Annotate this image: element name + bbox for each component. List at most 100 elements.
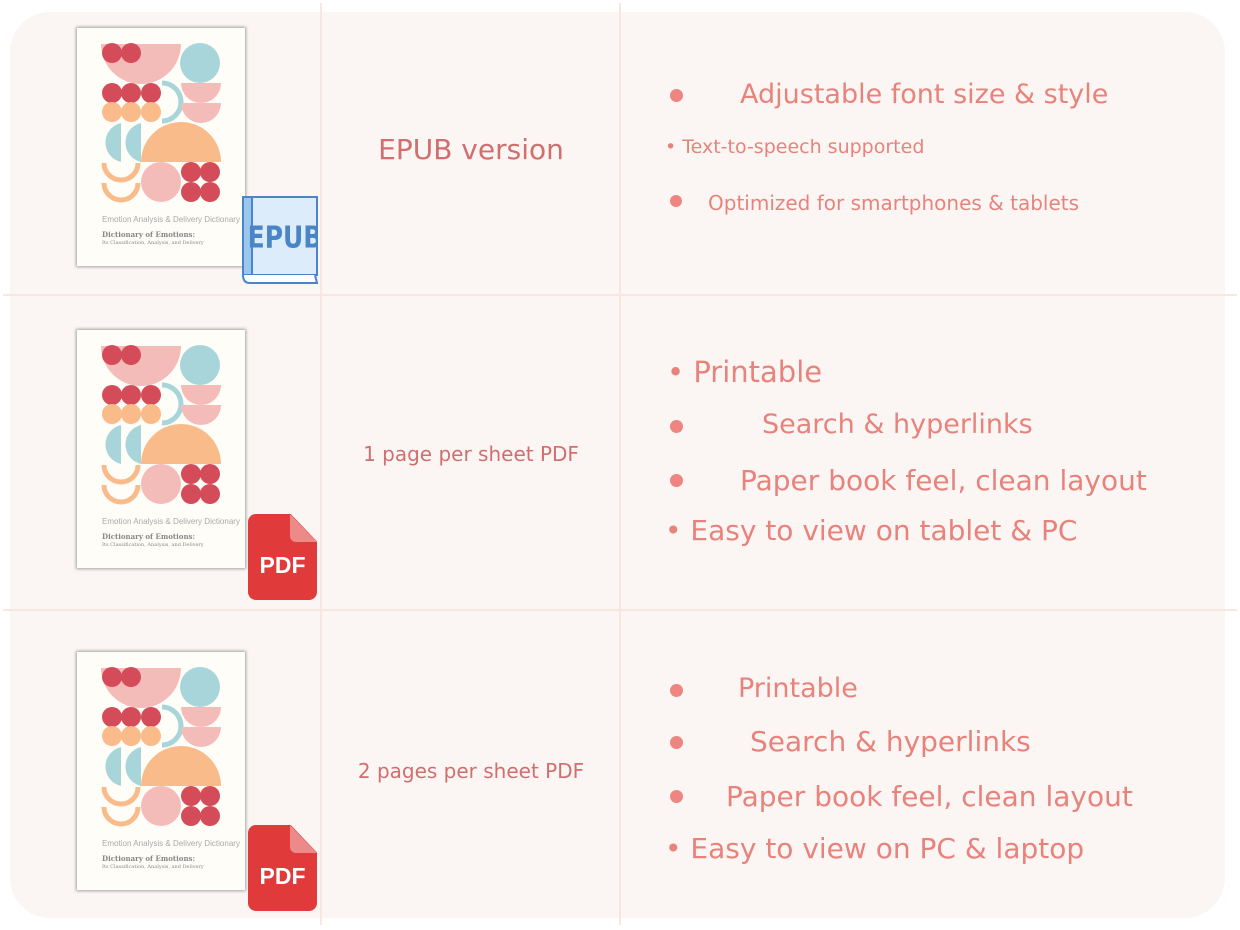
feature-item: Paper book feel, clean layout <box>740 464 1147 497</box>
cover-shape <box>180 667 220 707</box>
bullet-icon <box>670 89 683 102</box>
cover-shape <box>121 102 141 122</box>
cover-shape <box>181 484 201 504</box>
cover-shape <box>102 345 122 365</box>
cover-shape <box>105 425 121 464</box>
book-cover-epub: Emotion Analysis & Delivery Dictionary D… <box>77 28 245 266</box>
cover-shape <box>181 385 221 405</box>
cover-shape <box>181 83 221 103</box>
row-divider <box>3 609 1237 611</box>
cover-shape <box>200 162 220 182</box>
cover-shape <box>102 404 122 424</box>
cover-shape <box>102 43 122 63</box>
cover-shape <box>161 382 184 426</box>
bullet-icon <box>670 684 683 697</box>
feature-item: • Easy to view on tablet & PC <box>665 514 1078 547</box>
cover-shape <box>102 667 122 687</box>
cover-shape <box>121 345 141 365</box>
cover-shape <box>101 182 141 203</box>
cover-shape <box>101 806 141 827</box>
cover-shape <box>125 425 141 464</box>
feature-item: Adjustable font size & style <box>740 79 1109 110</box>
bullet-icon <box>670 736 683 749</box>
cover-text: Its Classification, Analysis, and Delive… <box>102 542 204 548</box>
feature-item: • Printable <box>667 355 823 389</box>
feature-item: Optimized for smartphones & tablets <box>708 191 1080 215</box>
book-cover-pdf-2up: Emotion Analysis & Delivery Dictionary D… <box>77 652 245 890</box>
cover-artwork: Emotion Analysis & Delivery Dictionary D… <box>101 345 240 548</box>
cover-text: Emotion Analysis & Delivery Dictionary <box>102 215 240 224</box>
cover-shape <box>121 726 141 746</box>
cover-shape <box>102 102 122 122</box>
cover-shape <box>125 747 141 786</box>
pdf-badge-label: PDF <box>259 863 306 889</box>
cover-shape <box>181 707 221 727</box>
cover-shape <box>200 464 220 484</box>
cover-artwork: Emotion Analysis & Delivery Dictionary D… <box>101 667 240 870</box>
feature-item: Search & hyperlinks <box>762 409 1033 440</box>
cover-shape <box>102 385 122 405</box>
feature-item: Paper book feel, clean layout <box>726 780 1133 813</box>
cover-artwork: Emotion Analysis & Delivery Dictionary D… <box>101 43 240 246</box>
cover-shape <box>141 424 221 464</box>
epub-book-icon: EPUB <box>242 196 318 284</box>
pdf-file-icon: PDF <box>248 514 317 600</box>
cover-shape <box>180 345 220 385</box>
cover-shape <box>141 464 181 504</box>
bullet-icon <box>670 790 683 803</box>
cover-shape <box>101 162 141 183</box>
cover-shape <box>141 83 161 103</box>
cover-shape <box>141 385 161 405</box>
cover-shape <box>101 464 141 485</box>
cover-shape <box>200 786 220 806</box>
cover-shape <box>105 747 121 786</box>
cover-shape <box>141 726 161 746</box>
cover-shape <box>161 704 184 748</box>
cover-text: Dictionary of Emotions: <box>102 532 195 541</box>
cover-shape <box>121 83 141 103</box>
feature-item: Printable <box>738 673 858 704</box>
format-label: 1 page per sheet PDF <box>363 442 579 466</box>
cover-text: Emotion Analysis & Delivery Dictionary <box>102 517 240 526</box>
cover-shape <box>141 746 221 786</box>
epub-badge-label: EPUB <box>248 219 318 255</box>
format-label: 2 pages per sheet PDF <box>357 759 585 783</box>
cover-text: Emotion Analysis & Delivery Dictionary <box>102 839 240 848</box>
cover-shape <box>181 162 201 182</box>
cover-shape <box>102 726 122 746</box>
cover-shape <box>141 786 181 826</box>
cover-shape <box>121 385 141 405</box>
cover-shape <box>101 786 141 807</box>
cover-shape <box>181 103 221 123</box>
cover-text: Its Classification, Analysis, and Delive… <box>102 864 204 870</box>
cover-text: Dictionary of Emotions: <box>102 230 195 239</box>
cover-shape <box>121 667 141 687</box>
cover-shape <box>181 786 201 806</box>
cover-shape <box>181 727 221 747</box>
pdf-badge-label: PDF <box>259 552 306 578</box>
cover-shape <box>141 102 161 122</box>
column-divider <box>320 3 322 925</box>
bullet-icon <box>670 420 683 433</box>
cover-shape <box>181 182 201 202</box>
cover-shape <box>121 404 141 424</box>
cover-shape <box>200 182 220 202</box>
cover-shape <box>125 123 141 162</box>
cover-shape <box>200 484 220 504</box>
cover-shape <box>102 707 122 727</box>
cover-shape <box>121 707 141 727</box>
cover-shape <box>121 43 141 63</box>
column-divider <box>619 3 621 925</box>
cover-shape <box>200 806 220 826</box>
cover-shape <box>161 80 184 124</box>
cover-shape <box>141 404 161 424</box>
cover-shape <box>181 806 201 826</box>
cover-shape <box>181 405 221 425</box>
cover-text: Its Classification, Analysis, and Delive… <box>102 240 204 246</box>
cover-text: Dictionary of Emotions: <box>102 854 195 863</box>
feature-item: Search & hyperlinks <box>750 725 1031 758</box>
cover-shape <box>141 707 161 727</box>
format-label: EPUB version <box>378 133 564 166</box>
cover-shape <box>141 162 181 202</box>
cover-shape <box>102 83 122 103</box>
